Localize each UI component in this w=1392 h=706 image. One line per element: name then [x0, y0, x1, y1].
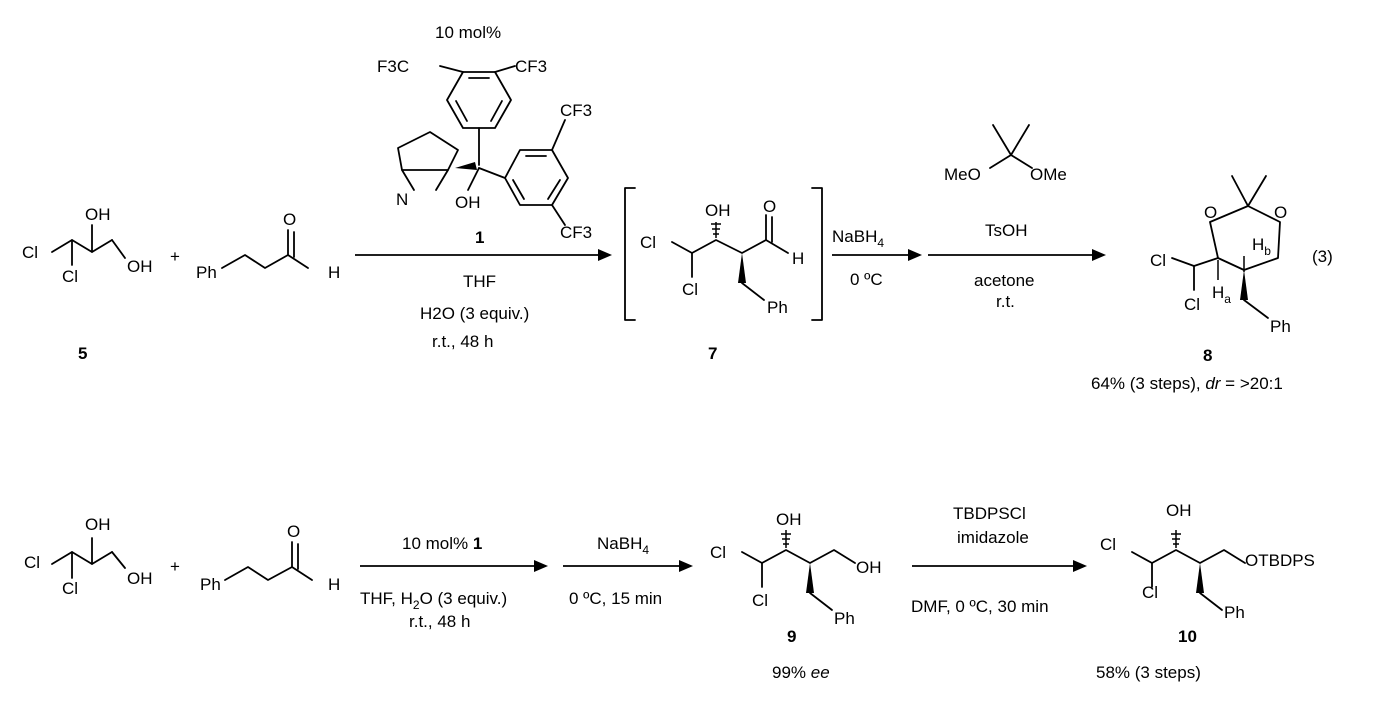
atom-ha: Ha — [1212, 283, 1231, 306]
lower-step3-reagent: TBDPSCl — [953, 504, 1026, 523]
yield-8: 64% (3 steps), dr = >20:1 — [1091, 374, 1283, 393]
plus-sign: + — [170, 247, 180, 266]
compound-label-5: 5 — [78, 344, 87, 363]
lower-step3-base: imidazole — [957, 528, 1029, 547]
atom-nh: N — [396, 190, 408, 209]
dimethoxypropane-structure: MeO OMe — [944, 124, 1067, 184]
atom-cl: Cl — [24, 553, 40, 572]
catalyst-label-1: 1 — [475, 228, 484, 247]
atom-cl: Cl — [1184, 295, 1200, 314]
atom-cl: Cl — [1100, 535, 1116, 554]
step3-condition-solvent: acetone — [974, 271, 1035, 290]
compound-8-structure: O O Cl Cl Ha Hb Ph — [1150, 175, 1291, 336]
atom-oh: OH — [776, 510, 802, 529]
atom-oh: OH — [127, 569, 153, 588]
ee-9: 99% ee — [772, 663, 830, 682]
lower-step1-solvent: THF, H2O (3 equiv.) — [360, 589, 507, 612]
catalyst-loading: 10 mol% — [435, 23, 501, 42]
atom-meo: MeO — [944, 165, 981, 184]
atom-otbdps: OTBDPS — [1245, 551, 1315, 570]
atom-oh: OH — [1166, 501, 1192, 520]
step1-condition-solvent: THF — [463, 272, 496, 291]
atom-ome: OMe — [1030, 165, 1067, 184]
atom-cl: Cl — [22, 243, 38, 262]
bracket-left — [624, 187, 636, 321]
atom-o: O — [763, 197, 776, 216]
atom-oh: OH — [856, 558, 882, 577]
atom-o: O — [1274, 203, 1287, 222]
compound-label-9: 9 — [787, 627, 796, 646]
atom-oh: OH — [85, 515, 111, 534]
lower-step3-condition: DMF, 0 ºC, 30 min — [911, 597, 1049, 616]
compound-10-structure: Cl Cl OH OTBDPS Ph — [1100, 501, 1315, 622]
atom-oh: OH — [85, 205, 111, 224]
atom-cl: Cl — [640, 233, 656, 252]
atom-oh: OH — [127, 257, 153, 276]
yield-10: 58% (3 steps) — [1096, 663, 1201, 682]
step2-reagent: NaBH4 — [832, 227, 884, 250]
compound-5-structure: Cl Cl OH OH — [22, 205, 153, 286]
atom-oh: OH — [455, 193, 481, 212]
cf3-group: CF3 — [560, 101, 592, 120]
atom-o: O — [1204, 203, 1217, 222]
step3-reagent: TsOH — [985, 221, 1028, 240]
atom-cl: Cl — [62, 579, 78, 598]
atom-cl: Cl — [682, 280, 698, 299]
cf3-group: F3C — [377, 57, 409, 76]
catalyst-1-structure: 10 mol% F3C CF3 N OH CF3 CF3 — [377, 23, 592, 242]
atom-cl: Cl — [62, 267, 78, 286]
atom-ph: Ph — [196, 263, 217, 282]
hydrocinnamaldehyde-structure: Ph O H — [196, 210, 340, 282]
atom-hb: Hb — [1252, 235, 1271, 258]
atom-ph: Ph — [834, 609, 855, 628]
atom-cl: Cl — [1150, 251, 1166, 270]
atom-h: H — [792, 249, 804, 268]
bracket-right — [811, 187, 823, 321]
lower-step2-condition: 0 ºC, 15 min — [569, 589, 662, 608]
atom-cl: Cl — [710, 543, 726, 562]
lower-step1-catalyst: 10 mol% 1 — [402, 534, 482, 553]
compound-5-structure-lower: Cl Cl OH OH — [24, 515, 153, 598]
atom-o: O — [287, 522, 300, 541]
compound-9-structure: Cl Cl OH OH Ph — [710, 510, 882, 628]
atom-h: H — [328, 263, 340, 282]
lower-step2-reagent: NaBH4 — [597, 534, 649, 557]
equation-number: (3) — [1312, 247, 1333, 266]
compound-label-7: 7 — [708, 344, 717, 363]
atom-cl: Cl — [1142, 583, 1158, 602]
atom-oh: OH — [705, 201, 731, 220]
atom-o: O — [283, 210, 296, 229]
atom-cl: Cl — [752, 591, 768, 610]
lower-step1-time: r.t., 48 h — [409, 612, 470, 631]
step2-condition: 0 ºC — [850, 270, 883, 289]
compound-label-8: 8 — [1203, 346, 1212, 365]
cf3-group: CF3 — [515, 57, 547, 76]
step1-condition-water: H2O (3 equiv.) — [420, 304, 529, 323]
compound-label-10: 10 — [1178, 627, 1197, 646]
atom-ph: Ph — [200, 575, 221, 594]
compound-7-structure: Cl Cl OH O H Ph — [640, 197, 804, 317]
step3-condition-temp: r.t. — [996, 292, 1015, 311]
atom-h: H — [328, 575, 340, 594]
plus-sign: + — [170, 557, 180, 576]
atom-ph: Ph — [1224, 603, 1245, 622]
cf3-group: CF3 — [560, 223, 592, 242]
hydrocinnamaldehyde-structure-lower: Ph O H — [200, 522, 340, 594]
step1-condition-time: r.t., 48 h — [432, 332, 493, 351]
atom-ph: Ph — [1270, 317, 1291, 336]
atom-ph: Ph — [767, 298, 788, 317]
